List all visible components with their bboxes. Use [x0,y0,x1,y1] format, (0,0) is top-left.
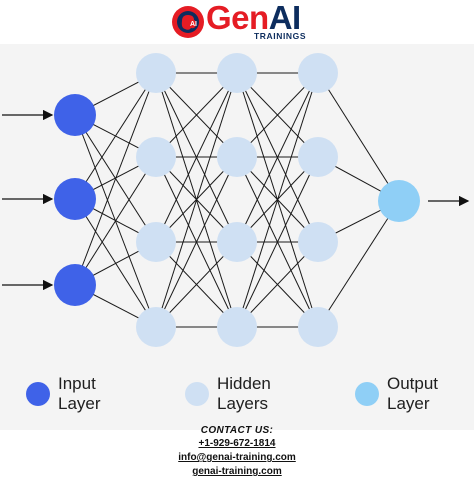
legend-input-label: Input Layer [58,374,101,413]
connection-l0-n1-to-n0 [74,72,157,200]
connection-l2-n2-to-n0 [236,72,319,243]
contact-website-link[interactable]: genai-training.com [192,466,282,477]
legend-hidden-swatch [185,382,209,406]
connection-l1-n2-to-n0 [155,72,238,243]
hidden-node-l3-0 [298,53,338,93]
brand-name-main: Gen [206,0,269,36]
connection-l1-n3-to-n1 [155,156,238,328]
legend-hidden-label: Hidden Layers [217,374,271,413]
contact-phone-link[interactable]: +1-929-672-1814 [198,438,276,449]
contact-title: CONTACT US: [200,425,274,436]
brand-name: GenAI [206,0,301,36]
brain-gear-icon: AI [172,6,204,38]
legend-output-label: Output Layer [387,374,439,413]
hidden-node-l2-3 [217,307,257,347]
input-node-l0-2 [54,264,96,306]
connection-l1-n3-to-n0 [155,72,238,328]
contact-footer: CONTACT US: +1-929-672-1814 info@genai-t… [0,424,474,477]
legend-output-swatch [355,382,379,406]
hidden-node-l3-2 [298,222,338,262]
hidden-node-l1-0 [136,53,176,93]
connection-l2-n3-to-n1 [236,156,319,328]
connection-l3-n0-to-n0 [317,72,400,202]
hidden-node-l1-1 [136,137,176,177]
hidden-node-l1-3 [136,307,176,347]
hidden-node-l2-0 [217,53,257,93]
input-node-l0-0 [54,94,96,136]
connection-l0-n2-to-n1 [74,156,157,286]
legend-item-output: Output Layer [355,372,465,416]
legend-item-hidden: Hidden Layers [185,372,305,416]
output-node-l4-0 [378,180,420,222]
connection-l0-n2-to-n0 [74,72,157,286]
hidden-node-l3-3 [298,307,338,347]
hidden-node-l2-1 [217,137,257,177]
input-node-l0-1 [54,178,96,220]
header: AI GenAI TRAININGS [0,0,474,44]
genai-logo[interactable]: AI GenAI TRAININGS [170,0,310,43]
hidden-node-l1-2 [136,222,176,262]
contact-email-link[interactable]: info@genai-training.com [178,452,296,463]
hidden-node-l2-2 [217,222,257,262]
brand-subtitle: TRAININGS [254,31,307,41]
hidden-node-l3-1 [298,137,338,177]
legend-input-swatch [26,382,50,406]
legend-item-input: Input Layer [26,372,146,416]
brand-name-accent: AI [268,0,302,36]
connection-l2-n3-to-n0 [236,72,319,328]
connection-l3-n3-to-n0 [317,200,400,328]
logo-mark-text: AI [190,21,197,28]
